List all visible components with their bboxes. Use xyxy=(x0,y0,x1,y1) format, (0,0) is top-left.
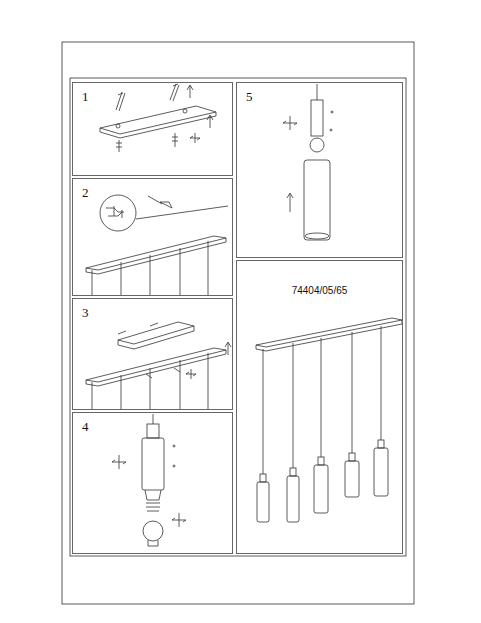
pendant-product xyxy=(256,318,402,522)
canopy-fixing xyxy=(86,322,231,410)
outer-frame xyxy=(62,42,414,604)
step-number: 5 xyxy=(237,83,402,105)
bulb-fitting xyxy=(112,414,186,546)
model-number: 74404/05/65 xyxy=(237,261,402,296)
shade-fitting xyxy=(283,84,333,240)
step-number: 2 xyxy=(73,179,232,201)
step-panel: 3 xyxy=(72,298,233,410)
inner-frame xyxy=(70,78,406,556)
step-number: 1 xyxy=(73,83,232,105)
step-panel: 2 xyxy=(72,178,233,296)
step-panel: 4 xyxy=(72,412,233,554)
step-panel: 1 xyxy=(72,82,233,176)
step-number: 4 xyxy=(73,413,232,435)
step-number: 3 xyxy=(73,299,232,321)
wiring-bar xyxy=(86,195,228,296)
canopy-mounting xyxy=(100,84,216,152)
step-panel: 5 xyxy=(236,82,403,258)
product-panel: 74404/05/65 xyxy=(236,260,403,554)
